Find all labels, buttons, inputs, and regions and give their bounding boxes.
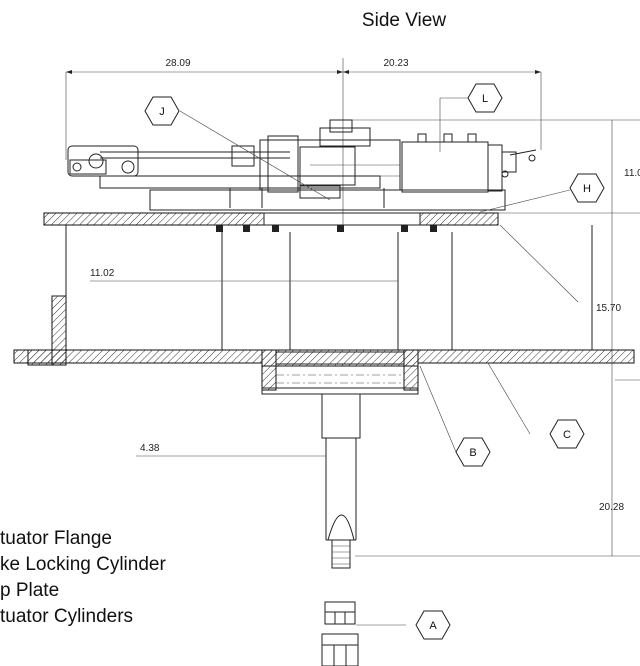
callout-a: A	[415, 610, 451, 640]
dimension-4-38: 4.38	[140, 443, 160, 454]
svg-text:L: L	[482, 93, 488, 105]
dimension-20-23: 20.23	[383, 58, 408, 69]
callout-h: H	[569, 173, 605, 203]
svg-text:H: H	[583, 183, 591, 195]
svg-text:B: B	[469, 447, 476, 459]
legend-item: tuator Cylinders	[0, 606, 133, 627]
svg-text:J: J	[159, 106, 165, 118]
dimension-15-70: 15.70	[596, 303, 621, 314]
right-dimension-lines	[352, 119, 640, 557]
dimension-20-28: 20.28	[599, 502, 624, 513]
svg-text:C: C	[563, 429, 571, 441]
svg-text:A: A	[429, 620, 437, 632]
legend-item: ke Locking Cylinder	[0, 554, 166, 575]
legend-item: p Plate	[0, 580, 59, 601]
view-title: Side View	[362, 10, 446, 31]
callout-b: B	[455, 437, 491, 467]
dimension-11-02: 11.02	[90, 268, 115, 279]
drive-shaft	[321, 393, 361, 666]
parts-legend: tuator Flange ke Locking Cylinder p Plat…	[0, 528, 166, 627]
base-plate	[13, 349, 635, 395]
frame-body	[27, 225, 593, 366]
legend-item: tuator Flange	[0, 528, 112, 549]
callout-c: C	[549, 419, 585, 449]
callout-leaders	[179, 97, 579, 626]
mounting-plate	[43, 212, 499, 232]
actuator-assembly	[67, 119, 537, 211]
callout-j: J	[144, 96, 180, 126]
dimension-11-06: 11.06	[624, 168, 640, 179]
dimension-28-09: 28.09	[165, 58, 190, 69]
callout-l: L	[467, 83, 503, 113]
top-dimension-lines	[65, 58, 542, 230]
